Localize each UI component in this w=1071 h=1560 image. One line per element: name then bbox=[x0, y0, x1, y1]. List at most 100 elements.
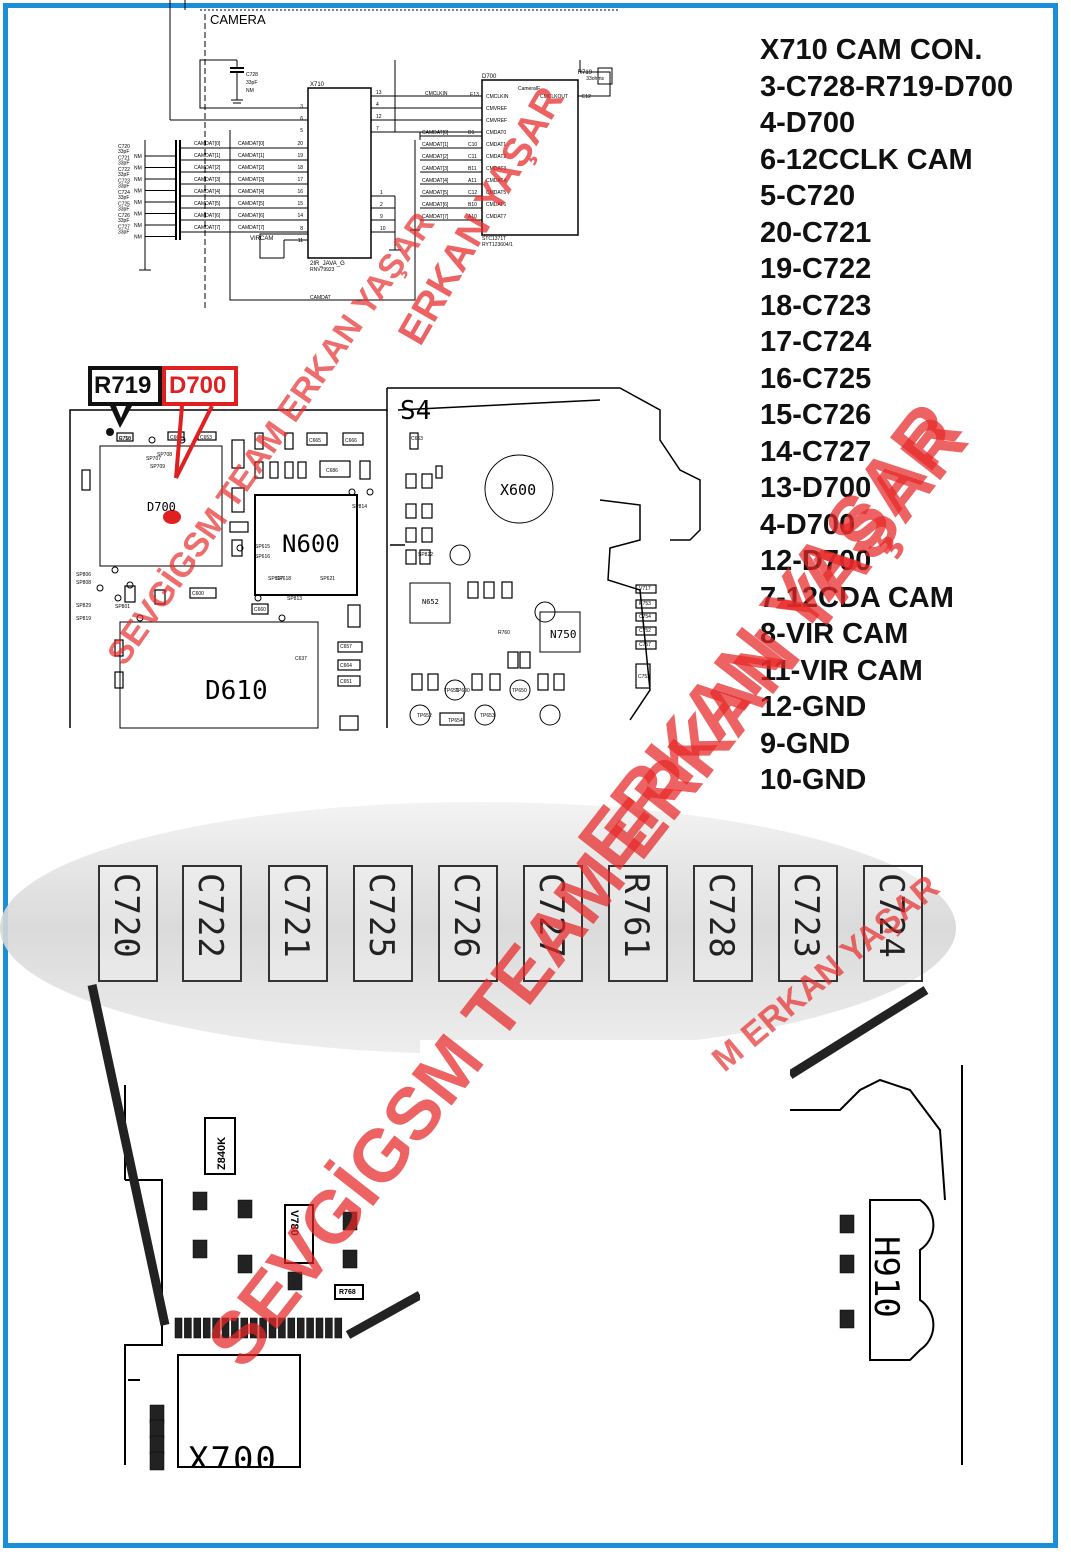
pcb-part-pad bbox=[409, 432, 419, 450]
pinout-note: 20-C721 bbox=[760, 216, 872, 249]
zoom-component: C721 bbox=[268, 865, 328, 982]
cap-label: C727 bbox=[118, 225, 130, 231]
d700-pcb-label: D700 bbox=[147, 500, 176, 514]
bottom-pad bbox=[342, 1249, 358, 1269]
cap-nm: NM bbox=[134, 154, 142, 160]
s4-label: S4 bbox=[400, 396, 432, 426]
pcb-part-label: C754 bbox=[639, 614, 651, 620]
bottom-pad bbox=[259, 1317, 267, 1339]
pinout-note: 18-C723 bbox=[760, 289, 872, 322]
test-point bbox=[96, 584, 104, 592]
x710-pin: 8 bbox=[300, 226, 303, 232]
pcb-part-pad bbox=[635, 612, 657, 622]
camdat-bottom: CAMDAT bbox=[310, 295, 331, 301]
pcb-part-label: V717 bbox=[639, 586, 651, 592]
pcb-part-pad bbox=[154, 589, 166, 605]
pcb-part-label: SP814 bbox=[352, 504, 367, 510]
pcb-part-pad bbox=[251, 603, 269, 615]
d700-pin: CMDAT5 bbox=[486, 190, 506, 196]
d700-pin: CMDAT6 bbox=[486, 202, 506, 208]
pcb-part-pad bbox=[489, 673, 501, 691]
cmclkout-label: CMCLKOUT bbox=[540, 94, 568, 100]
pcb-part-pad bbox=[405, 549, 417, 565]
pcb-part-pad bbox=[507, 651, 519, 669]
bottom-pad bbox=[192, 1239, 208, 1259]
pinout-note: 7-12CDA CAM bbox=[760, 581, 954, 614]
cap-value: 33pF bbox=[118, 172, 129, 178]
pcb-part-label: SP707 bbox=[146, 456, 161, 462]
e13-label: E13 bbox=[470, 92, 479, 98]
r768-label: R768 bbox=[339, 1289, 356, 1296]
d700-pin: CMDAT3 bbox=[486, 166, 506, 172]
pcb-part-pad bbox=[359, 460, 371, 480]
pcb-part-label: SP617 bbox=[268, 576, 283, 582]
pinout-note: 16-C725 bbox=[760, 362, 872, 395]
test-point bbox=[366, 488, 374, 496]
zoom-component: C727 bbox=[523, 865, 583, 982]
pcb-part-pad bbox=[342, 432, 364, 446]
bottom-pad bbox=[268, 1317, 277, 1339]
c728-label: C728 bbox=[246, 72, 258, 78]
bottom-pad bbox=[306, 1317, 314, 1339]
pcb-part-pad bbox=[421, 527, 433, 543]
pcb-part-label: TP651 bbox=[444, 688, 459, 694]
test-point bbox=[539, 704, 561, 726]
pcb-part-pad bbox=[284, 432, 294, 450]
camdat-x710: CAMDAT[5] bbox=[238, 201, 265, 207]
bottom-pad bbox=[240, 1317, 249, 1339]
camera-label: CAMERA bbox=[210, 12, 266, 27]
zoom-component: C728 bbox=[693, 865, 753, 982]
pcb-part-label: TP653 bbox=[480, 713, 495, 719]
d700-pin: CMCLKIN bbox=[486, 94, 509, 100]
camdat-right: CAMDAT[2] bbox=[422, 154, 449, 160]
x710-pin: 17 bbox=[297, 177, 303, 183]
camdat-x710: CAMDAT[7] bbox=[238, 225, 265, 231]
test-point bbox=[474, 704, 496, 726]
test-point bbox=[148, 436, 156, 444]
bottom-pad bbox=[249, 1317, 258, 1339]
pinout-note: 15-C726 bbox=[760, 399, 872, 431]
cap-label: C723 bbox=[118, 179, 130, 185]
cap-nm: NM bbox=[134, 177, 142, 183]
pcb-part-label: R753 bbox=[639, 601, 651, 607]
c728-value: 33pF bbox=[246, 80, 257, 86]
pcb-part-label: C665 bbox=[309, 438, 321, 444]
pcb-part-label: TP652 bbox=[417, 713, 432, 719]
d700-pin: CMDAT4 bbox=[486, 178, 506, 184]
camdat-left: CAMDAT[5] bbox=[194, 201, 221, 207]
bottom-pad bbox=[839, 1214, 855, 1234]
camdat-left: CAMDAT[0] bbox=[194, 141, 221, 147]
pinout-note: 19-C722 bbox=[760, 253, 872, 285]
bottom-pad bbox=[184, 1317, 192, 1339]
x710-part: 2IR_JAVA_G bbox=[310, 261, 345, 267]
pcb-part-pad bbox=[337, 641, 363, 653]
x710-label: X710 bbox=[310, 82, 325, 88]
d700-pin: CMVREF bbox=[486, 106, 507, 112]
pcb-part-pad bbox=[635, 599, 657, 609]
bottom-pad bbox=[221, 1317, 230, 1339]
n600-label: N600 bbox=[282, 530, 340, 558]
d700-left-pin: A11 bbox=[468, 178, 477, 184]
x710-part2: RNV79923 bbox=[310, 267, 335, 273]
test-point bbox=[114, 594, 122, 602]
d700-label: D700 bbox=[482, 74, 497, 80]
x710-pin: 20 bbox=[297, 141, 303, 147]
pcb-part-pad bbox=[519, 651, 531, 669]
pcb-part-label: C753 bbox=[638, 674, 650, 680]
pcb-part-pad bbox=[124, 585, 136, 603]
x710-pin: 5 bbox=[300, 128, 303, 134]
camdat-right: CAMDAT[7] bbox=[422, 214, 449, 220]
pcb-part-label: C686 bbox=[326, 468, 338, 474]
zoom-component: C724 bbox=[863, 865, 923, 982]
d700-left-pin: C12 bbox=[468, 190, 477, 196]
pcb-part-pad bbox=[231, 487, 245, 513]
pcb-part-label: C600 bbox=[192, 591, 204, 597]
cap-nm: NM bbox=[134, 223, 142, 229]
pinout-note: 17-C724 bbox=[760, 326, 872, 358]
test-point bbox=[444, 679, 466, 701]
pcb-part-pad bbox=[635, 584, 657, 594]
pcb-part-label: C752 bbox=[639, 628, 651, 634]
pinout-note: X710 CAM CON. bbox=[760, 34, 983, 66]
camdat-x710: CAMDAT[4] bbox=[238, 189, 265, 195]
